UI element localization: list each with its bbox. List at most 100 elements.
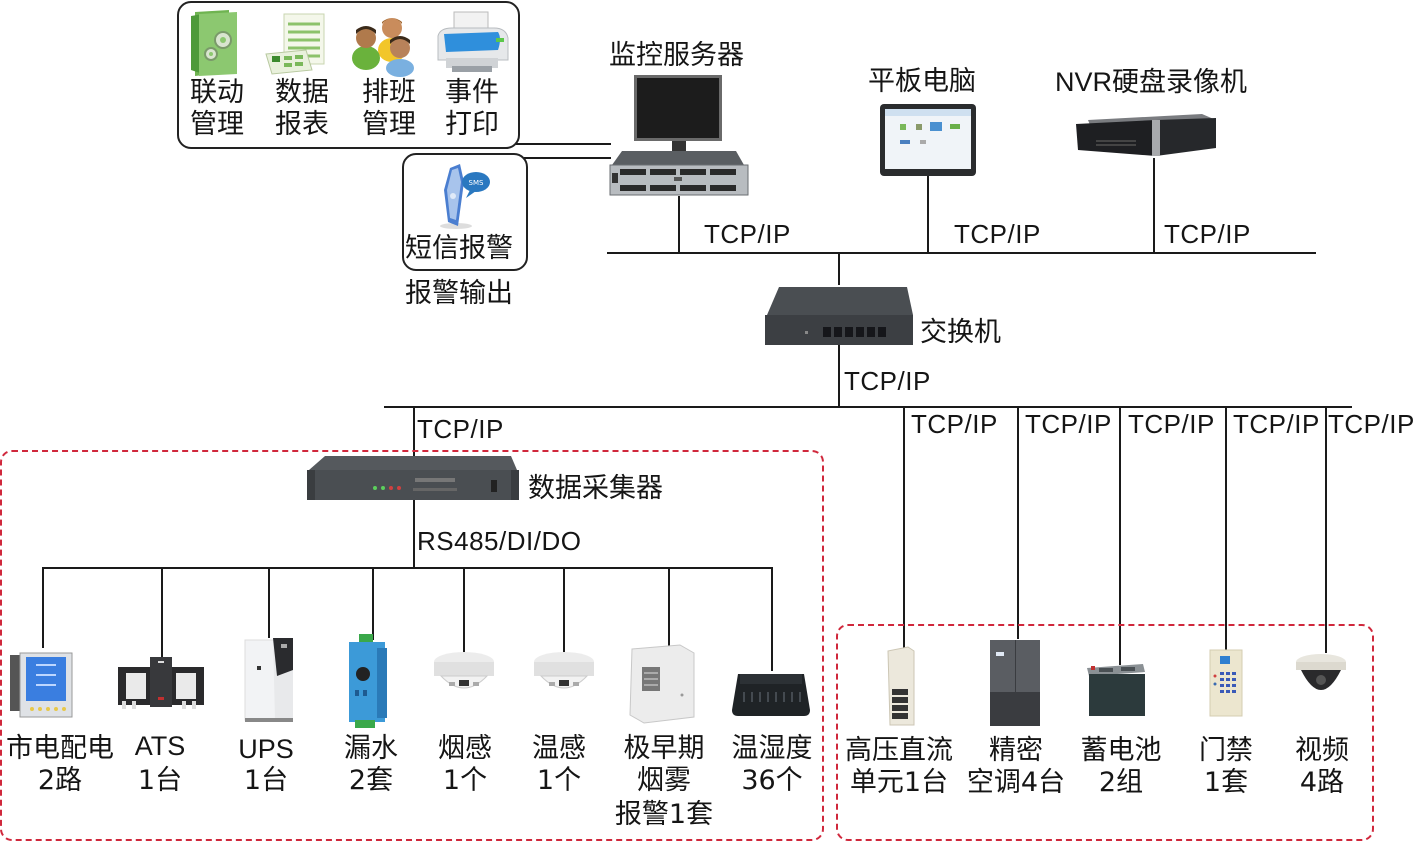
switch-down-line [838, 345, 840, 408]
tablet-label: 平板电脑 [868, 66, 976, 97]
switch-protocol-label: TCP/IP [844, 366, 931, 396]
tablet-device[interactable] [880, 104, 976, 176]
software-item-scheduling-label1: 排班 [362, 77, 416, 108]
device-label-th-1: 温湿度 [731, 733, 813, 764]
users-group-icon [352, 18, 414, 77]
ip-device-camera[interactable] [1295, 652, 1347, 702]
software-item-linkage-label1: 联动 [190, 77, 244, 108]
field-device-ats[interactable] [118, 655, 206, 713]
device-label-ups-1: UPS [238, 734, 294, 764]
access-protocol-label: TCP/IP [1233, 409, 1320, 439]
sms-alarm-icon-wrap: SMS [436, 160, 492, 230]
vesda-panel-icon [629, 644, 695, 724]
ac-drop-line [1017, 407, 1019, 639]
server-label: 监控服务器 [609, 40, 744, 71]
tablet-drop-line [927, 175, 929, 253]
software-link-line [516, 143, 611, 145]
sms-link-line [524, 157, 611, 159]
software-item-linkage[interactable] [185, 8, 249, 78]
monitoring-server[interactable] [608, 73, 750, 198]
data-collector[interactable] [305, 456, 521, 502]
network-switch[interactable] [763, 285, 913, 347]
collector-label: 数据采集器 [528, 473, 663, 504]
device-label-ats-1: ATS [134, 731, 186, 761]
top-bus-line [607, 252, 1316, 254]
device-label-vesda-2: 烟雾 [637, 765, 691, 796]
switch-label: 交换机 [920, 317, 1001, 348]
software-item-print-label1: 事件 [445, 77, 499, 108]
ip-device-precision-ac[interactable] [990, 640, 1042, 726]
access-control-icon [1209, 649, 1243, 717]
battery-icon [1087, 664, 1145, 716]
heat-drop-line [563, 568, 565, 653]
vesda-drop-line [668, 568, 670, 656]
tablet-icon [880, 104, 976, 176]
ats-drop-line [161, 568, 163, 660]
hvdc-cabinet-icon [887, 646, 915, 726]
ip-device-access-control[interactable] [1208, 648, 1244, 718]
software-item-reports-label1: 数据 [275, 77, 329, 108]
device-label-ups-2: 1台 [243, 765, 289, 796]
field-device-temp-humidity[interactable] [730, 670, 812, 718]
device-label-meter-1: 市电配电 [6, 733, 114, 764]
middle-bus-line [384, 406, 1352, 408]
ups-icon [244, 638, 293, 722]
device-label-battery-2: 2组 [1098, 767, 1144, 798]
smoke-drop-line [463, 568, 465, 653]
software-item-scheduling[interactable] [348, 10, 420, 77]
sms-alarm-box[interactable] [402, 153, 528, 271]
nvr-label: NVR硬盘录像机 [1055, 67, 1248, 97]
camera-drop-line [1325, 407, 1327, 653]
power-meter-icon [10, 652, 73, 718]
field-device-water-leak[interactable] [345, 634, 391, 730]
battery-protocol-label: TCP/IP [1128, 409, 1215, 439]
camera-protocol-label: TCP/IP [1328, 409, 1415, 439]
device-label-camera-2: 4路 [1299, 767, 1345, 798]
field-device-power-meter[interactable] [10, 651, 74, 719]
device-label-ac-1: 精密 [989, 735, 1043, 766]
software-item-scheduling-label2: 管理 [362, 109, 416, 140]
device-label-th-2: 36个 [741, 765, 803, 796]
device-label-heat-1: 温感 [532, 733, 586, 764]
water-leak-sensor-icon [349, 634, 387, 728]
meter-drop-line [42, 568, 44, 648]
sms-phone-icon: SMS [440, 164, 490, 229]
server-monitor-icon [609, 75, 749, 196]
nvr-recorder[interactable] [1076, 112, 1216, 160]
server-protocol-label: TCP/IP [704, 219, 791, 249]
access-drop-line [1225, 407, 1227, 655]
temp-humidity-sensor-icon [732, 674, 810, 716]
device-label-hvdc-1: 高压直流 [845, 735, 953, 766]
heat-detector-icon [534, 652, 594, 689]
device-label-camera-1: 视频 [1295, 735, 1349, 766]
ip-device-hvdc[interactable] [884, 645, 918, 727]
device-label-vesda-3: 报警1套 [614, 799, 714, 830]
ip-devices-group [836, 624, 1374, 841]
device-label-ats-2: 1台 [137, 765, 183, 796]
device-label-smoke-1: 烟感 [438, 733, 492, 764]
ats-switch-icon [118, 657, 204, 709]
collector-bus-label: RS485/DI/DO [417, 526, 582, 556]
field-device-ups[interactable] [244, 636, 295, 724]
smoke-detector-icon [434, 652, 494, 689]
switch-up-line [838, 253, 840, 285]
device-label-leak-1: 漏水 [344, 733, 398, 764]
precision-ac-icon [990, 640, 1040, 726]
field-device-smoke[interactable] [433, 650, 495, 700]
nvr-protocol-label: TCP/IP [1164, 219, 1251, 249]
collector-up-line [413, 407, 415, 475]
device-label-access-1: 门禁 [1199, 735, 1253, 766]
software-item-print[interactable] [432, 8, 512, 78]
ac-protocol-label: TCP/IP [1025, 409, 1112, 439]
tablet-protocol-label: TCP/IP [954, 219, 1041, 249]
printer-icon [437, 11, 509, 72]
network-switch-icon [765, 287, 913, 345]
software-item-reports[interactable] [262, 10, 334, 76]
rack-collector-icon [307, 456, 519, 500]
nvr-icon [1076, 114, 1216, 156]
device-label-smoke-2: 1个 [442, 765, 488, 796]
field-device-heat[interactable] [533, 650, 595, 700]
field-device-vesda[interactable] [628, 644, 696, 724]
collector-down-line [413, 500, 415, 568]
ip-device-battery[interactable] [1085, 660, 1147, 718]
